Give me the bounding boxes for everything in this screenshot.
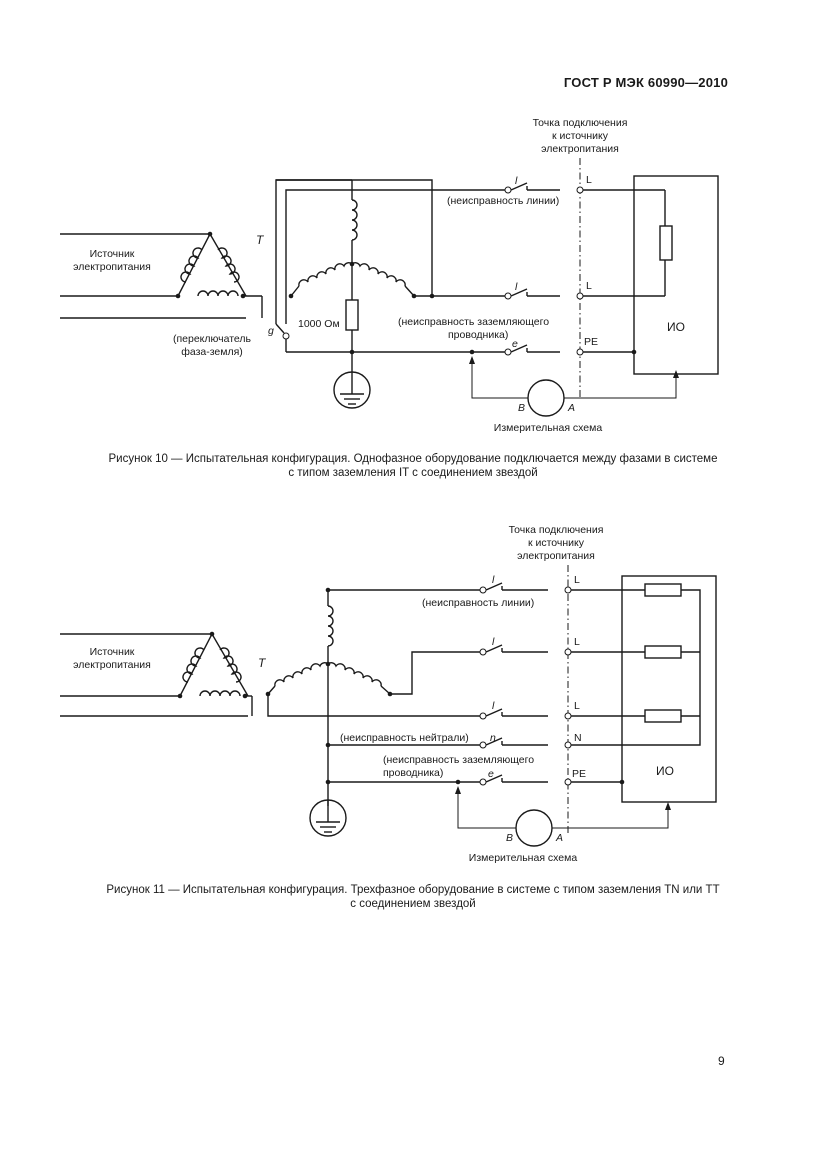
f11-neutral-fault-label: (неисправность нейтрали) (340, 732, 469, 744)
f11-measuring-circuit (455, 786, 671, 847)
f11-terminal-l3-label: L (574, 700, 580, 712)
f10-switch-l1-letter: l (515, 175, 518, 187)
f11-line-switch-1[interactable] (485, 582, 503, 591)
f10-resistor-label: 1000 Ом (298, 318, 340, 330)
f11-pe-switch-contact (479, 778, 487, 786)
f11-switch-n-letter: n (490, 732, 496, 744)
f10-caption-line-1: Рисунок 10 — Испытательная конфигурация.… (108, 453, 718, 465)
f11-meter-b-label: B (506, 832, 513, 844)
f11-terminal-n-label: N (574, 732, 582, 744)
f11-pe-switch[interactable] (485, 774, 503, 783)
f10-line-fault-label: (неисправность линии) (447, 195, 559, 207)
f11-secondary-star-winding (265, 590, 393, 697)
f11-caption-line-2: с соединением звездой (350, 898, 476, 910)
f10-pe-fault-label-1: (неисправность заземляющего (398, 316, 549, 328)
f10-resistor-1000 (345, 299, 359, 331)
f11-terminal-l2-label: L (574, 636, 580, 648)
f10-earth-icon (333, 371, 371, 409)
f10-switch-label-1: (переключатель (173, 333, 252, 345)
f11-source-label-2: электропитания (73, 659, 151, 671)
f11-earth-icon (309, 799, 347, 837)
f10-pe-switch[interactable] (510, 344, 528, 353)
f11-switch-l3-letter: l (492, 700, 495, 712)
f11-terminal-l3 (564, 712, 572, 720)
f11-line-switch-3-contact (479, 712, 487, 720)
f10-terminal-l2 (576, 292, 584, 300)
f10-switch-label-2: фаза-земля) (181, 346, 243, 358)
f10-terminal-l1-label: L (586, 174, 592, 186)
f11-primary-delta-winding (177, 631, 249, 699)
f11-switch-pe-letter: e (488, 768, 494, 780)
f11-pe-fault-label-2: проводника) (383, 767, 443, 779)
f10-equipment-label: ИО (667, 320, 685, 334)
f11-equipment-label: ИО (656, 764, 674, 778)
f10-connection-label-2: к источнику (552, 130, 609, 142)
f11-connection-label-2: к источнику (528, 537, 585, 549)
f10-source-label-1: Источник (90, 248, 135, 260)
f11-load-resistor-3 (644, 709, 682, 723)
f11-measuring-label: Измерительная схема (469, 852, 578, 864)
f11-terminal-n (564, 741, 572, 749)
f10-transformer-label: T (256, 233, 265, 247)
f10-connection-label-1: Точка подключения (533, 117, 628, 129)
f10-meter-b-label: B (518, 402, 525, 414)
f11-connection-label-1: Точка подключения (509, 524, 604, 536)
f11-terminal-l1 (564, 586, 572, 594)
f11-line-switch-2-contact (479, 648, 487, 656)
f10-caption: Рисунок 10 — Испытательная конфигурация.… (40, 452, 786, 480)
f11-switch-l1-letter: l (492, 574, 495, 586)
f10-pe-fault-label-2: проводника) (448, 329, 508, 341)
f11-transformer-label: T (258, 656, 267, 670)
f11-switch-l2-letter: l (492, 636, 495, 648)
f10-load-resistor (659, 225, 673, 261)
f11-pe-fault-label-1: (неисправность заземляющего (383, 754, 534, 766)
f11-neutral-switch-contact (479, 741, 487, 749)
f11-caption-line-1: Рисунок 11 — Испытательная конфигурация.… (106, 884, 720, 896)
f10-pe-switch-contact (504, 348, 512, 356)
f10-switch-pe-letter: e (512, 338, 518, 350)
f11-line-switch-2[interactable] (485, 644, 503, 653)
f11-equipment-box (621, 575, 717, 803)
f11-neutral-switch[interactable] (485, 737, 503, 746)
f11-terminal-l1-label: L (574, 574, 580, 586)
f10-connection-label-3: электропитания (541, 143, 619, 155)
f11-terminal-pe-label: PE (572, 768, 586, 780)
f11-source-label-1: Источник (90, 646, 135, 658)
f11-connection-label-3: электропитания (517, 550, 595, 562)
f10-terminal-pe-label: PE (584, 336, 598, 348)
f11-caption: Рисунок 11 — Испытательная конфигурация.… (40, 883, 786, 911)
f11-terminal-pe (564, 778, 572, 786)
f10-terminal-pe (576, 348, 584, 356)
page-number: 9 (718, 1054, 725, 1068)
f11-terminal-l2 (564, 648, 572, 656)
f10-source-label-2: электропитания (73, 261, 151, 273)
f11-load-resistor-2 (644, 645, 682, 659)
f10-switch-l2-letter: l (515, 281, 518, 293)
figure-10-diagram: Точка подключения к источнику электропит… (60, 117, 719, 434)
f11-line-switch-3[interactable] (485, 708, 503, 717)
f11-load-resistor-1 (644, 583, 682, 597)
document-header: ГОСТ Р МЭК 60990—2010 (563, 75, 728, 90)
f10-measuring-label: Измерительная схема (494, 422, 603, 434)
f11-line-fault-label: (неисправность линии) (422, 597, 534, 609)
f10-line-switch-1[interactable] (510, 182, 528, 191)
f10-meter-a-label: A (567, 402, 575, 414)
f10-equipment-box (633, 175, 719, 375)
f10-line-switch-2-contact (504, 292, 512, 300)
f10-primary-delta-winding (175, 231, 247, 299)
f10-caption-line-2: с типом заземления IT с соединением звез… (288, 467, 538, 479)
f10-line-switch-1-contact (504, 186, 512, 194)
f10-line-switch-2[interactable] (510, 288, 528, 297)
f10-measuring-circuit (469, 356, 679, 417)
f11-line-switch-1-contact (479, 586, 487, 594)
f10-switch-letter: g (268, 325, 274, 337)
f10-terminal-l1 (576, 186, 584, 194)
f10-phase-earth-switch[interactable] (282, 332, 290, 340)
f10-terminal-l2-label: L (586, 280, 592, 292)
f11-meter-a-label: A (555, 832, 563, 844)
figure-11-diagram: Точка подключения к источнику электропит… (60, 524, 717, 864)
